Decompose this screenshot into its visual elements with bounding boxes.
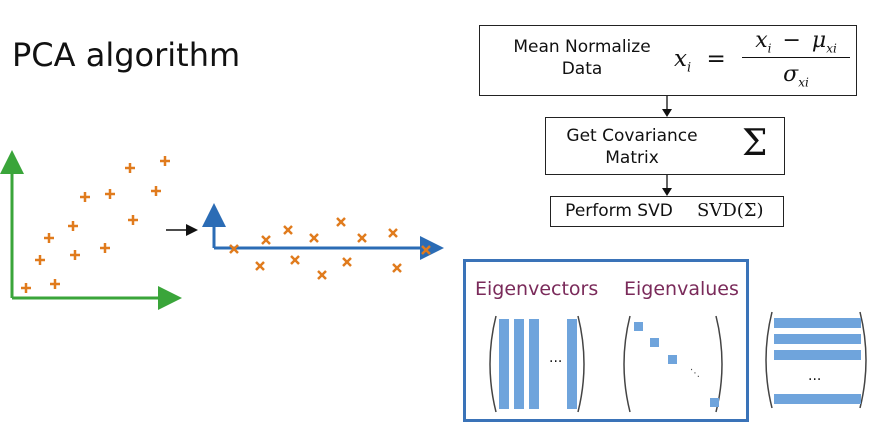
formula-denominator: σxi (783, 62, 809, 90)
eigenvector-column (567, 319, 577, 409)
right-bracket (577, 315, 585, 413)
page-title: PCA algorithm (12, 36, 241, 74)
eigenvalues-matrix (623, 315, 723, 413)
original-data-points (21, 156, 170, 293)
mean-normalize-label-line1: Mean Normalize (513, 37, 651, 57)
flow-arrow-icon (662, 96, 672, 117)
cross-point-icon (342, 257, 352, 267)
svd-label: Perform SVD (565, 201, 673, 221)
formula-equals: = (706, 46, 726, 72)
covariance-symbol: Σ (742, 123, 768, 164)
eigenvalue-diagonal (710, 398, 719, 407)
cross-point-icon (336, 217, 346, 227)
plus-point-icon (100, 243, 110, 253)
left-bracket (765, 311, 773, 409)
plus-point-icon (160, 156, 170, 166)
matrix-row (774, 394, 861, 404)
covariance-label-line2: Matrix (605, 148, 659, 168)
plus-point-icon (50, 279, 60, 289)
flow-arrow-icon (662, 175, 672, 196)
mean-normalize-box: Mean Normalize Data xi = xi − μxi σxi (479, 25, 857, 96)
svd-box: Perform SVD SVD(Σ) (550, 196, 784, 227)
plus-point-icon (21, 283, 31, 293)
original-axes (0, 150, 182, 310)
mean-normalize-label-line2: Data (561, 59, 603, 79)
left-bracket (623, 315, 631, 413)
covariance-label: Get Covariance Matrix (552, 125, 712, 169)
plus-point-icon (70, 250, 80, 260)
eigenvalues-ellipsis: ⋱ (690, 368, 700, 379)
covariance-box: Get Covariance Matrix Σ (545, 117, 785, 175)
eigenvalue-diagonal (650, 338, 659, 347)
cross-point-icon (283, 225, 293, 235)
eigenvectors-label: Eigenvectors (475, 278, 599, 300)
cross-point-icon (317, 270, 327, 280)
eigenvectors-matrix (489, 315, 585, 413)
cross-point-icon (309, 233, 319, 243)
plus-point-icon (151, 186, 161, 196)
plus-point-icon (105, 189, 115, 199)
projection-matrix-ellipsis: ... (808, 368, 822, 384)
projection-matrix (765, 311, 867, 409)
eigenvectors-ellipsis: ... (549, 350, 563, 366)
eigenvector-column (514, 319, 524, 409)
formula-numerator: xi − μxi (742, 28, 850, 59)
mean-normalize-label: Mean Normalize Data (502, 36, 662, 80)
projected-data-points (229, 217, 431, 280)
cross-point-icon (392, 263, 402, 273)
cross-point-icon (290, 255, 300, 265)
plus-point-icon (125, 163, 135, 173)
formula-lhs-sub: i (686, 60, 692, 76)
eigenvector-column (499, 319, 509, 409)
left-bracket (489, 315, 497, 413)
matrix-row (774, 350, 861, 360)
covariance-label-line1: Get Covariance (566, 126, 698, 146)
eigenvalue-diagonal (668, 355, 677, 364)
matrix-row (774, 334, 861, 344)
eigenvector-column (529, 319, 539, 409)
cross-point-icon (421, 245, 431, 255)
eigenvalues-label: Eigenvalues (624, 278, 739, 300)
eigenvalue-diagonal (634, 322, 643, 331)
pca-scatter-illustration (0, 150, 444, 310)
plus-point-icon (35, 255, 45, 265)
formula-lhs: x (674, 46, 687, 72)
right-bracket (859, 311, 867, 409)
formula-fraction: xi − μxi σxi (742, 28, 850, 90)
plus-point-icon (80, 192, 90, 202)
cross-point-icon (261, 235, 271, 245)
plus-point-icon (128, 215, 138, 225)
svd-formula: SVD(Σ) (697, 200, 764, 221)
mean-normalize-formula: xi = (674, 46, 734, 76)
projected-axes (202, 203, 444, 260)
eigen-panel: Eigenvectors Eigenvalues ... ⋱ (463, 259, 749, 422)
right-bracket (715, 315, 723, 413)
cross-point-icon (229, 244, 239, 254)
cross-point-icon (255, 261, 265, 271)
cross-point-icon (357, 233, 367, 243)
matrix-row (774, 318, 861, 328)
plus-point-icon (68, 221, 78, 231)
plus-point-icon (44, 233, 54, 243)
cross-point-icon (388, 228, 398, 238)
